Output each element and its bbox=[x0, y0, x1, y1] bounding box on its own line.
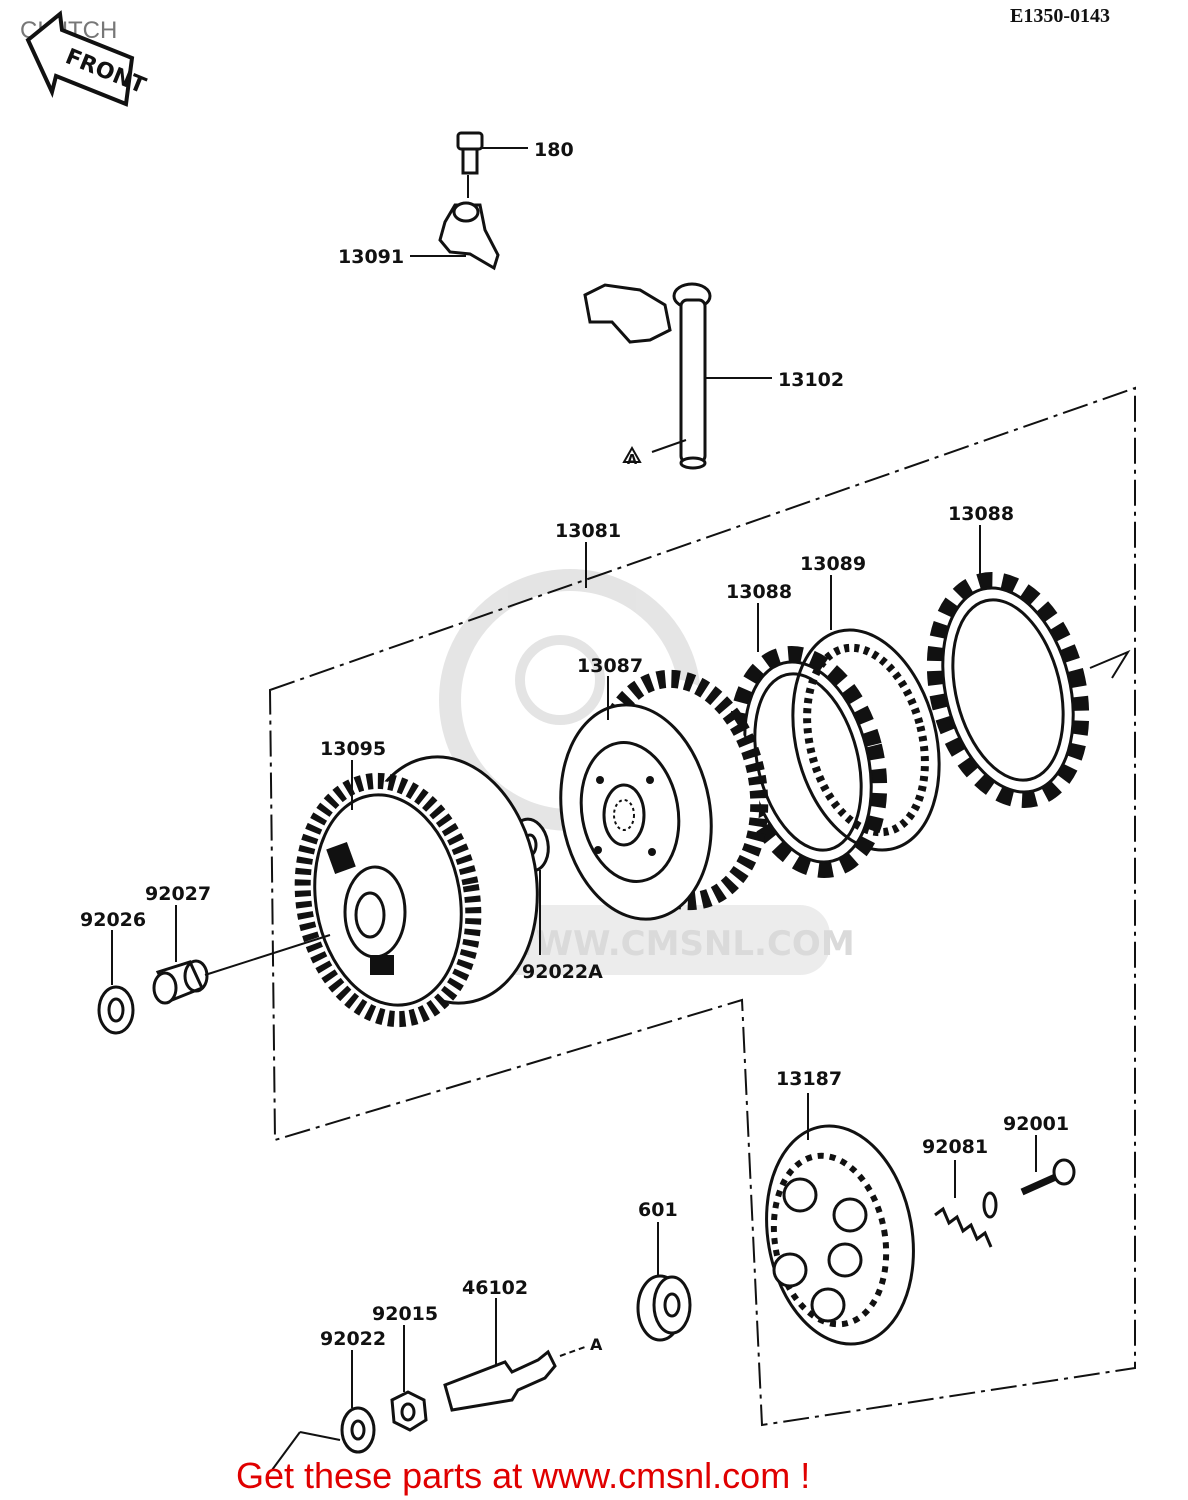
callout-13095: 13095 bbox=[320, 738, 386, 760]
callout-13102: 13102 bbox=[778, 369, 844, 391]
spring-92081 bbox=[934, 1160, 998, 1248]
nut-92015 bbox=[390, 1325, 428, 1432]
callout-13081: 13081 bbox=[555, 520, 621, 542]
callout-13187: 13187 bbox=[776, 1068, 842, 1090]
clutch-housing-13095 bbox=[294, 755, 539, 1028]
callout-13087: 13087 bbox=[577, 655, 643, 677]
callout-13089: 13089 bbox=[800, 553, 866, 575]
callout-13091: 13091 bbox=[338, 246, 404, 268]
friction-plate-13088-outer bbox=[926, 525, 1090, 808]
pressure-plate-13187 bbox=[765, 1093, 915, 1346]
washer-92026 bbox=[97, 930, 135, 1035]
shaft-axis-line bbox=[204, 934, 331, 976]
callout-13088-mid: 13088 bbox=[726, 581, 792, 603]
callout-92015: 92015 bbox=[372, 1303, 438, 1325]
ref-a-upper: A bbox=[627, 453, 637, 468]
push-rod-46102 bbox=[443, 1298, 586, 1412]
bearing-601 bbox=[636, 1222, 692, 1342]
ref-a-lower: A bbox=[590, 1335, 603, 1354]
callout-180: 180 bbox=[534, 139, 574, 161]
sleeve-92027 bbox=[152, 905, 209, 1005]
callout-92022A: 92022A bbox=[522, 961, 603, 983]
callout-92022: 92022 bbox=[320, 1328, 386, 1350]
diagram-code: E1350-0143 bbox=[1010, 5, 1110, 27]
clutch-hub-13087 bbox=[559, 669, 769, 921]
bolt-180 bbox=[456, 131, 528, 175]
callout-13088-top: 13088 bbox=[948, 503, 1014, 525]
callout-92001: 92001 bbox=[1003, 1113, 1069, 1135]
callout-46102: 46102 bbox=[462, 1277, 528, 1299]
direction-chevron-icon bbox=[1089, 649, 1131, 679]
callout-92027: 92027 bbox=[145, 883, 211, 905]
bolt-92001 bbox=[1020, 1135, 1076, 1196]
footer-cta: Get these parts at www.cmsnl.com ! bbox=[236, 1455, 810, 1496]
watermark-logo: WWW.CMSNL.COM bbox=[439, 569, 855, 975]
callout-601: 601 bbox=[638, 1199, 678, 1221]
washer-92022 bbox=[271, 1350, 376, 1471]
callout-92026: 92026 bbox=[80, 909, 146, 931]
clamp-13091 bbox=[410, 175, 500, 271]
assembly-frame bbox=[268, 386, 1136, 1427]
watermark-text: WWW.CMSNL.COM bbox=[498, 924, 855, 964]
release-shaft-13102 bbox=[583, 282, 772, 470]
callout-92081: 92081 bbox=[922, 1136, 988, 1158]
friction-plate-13088-inner bbox=[728, 603, 888, 878]
